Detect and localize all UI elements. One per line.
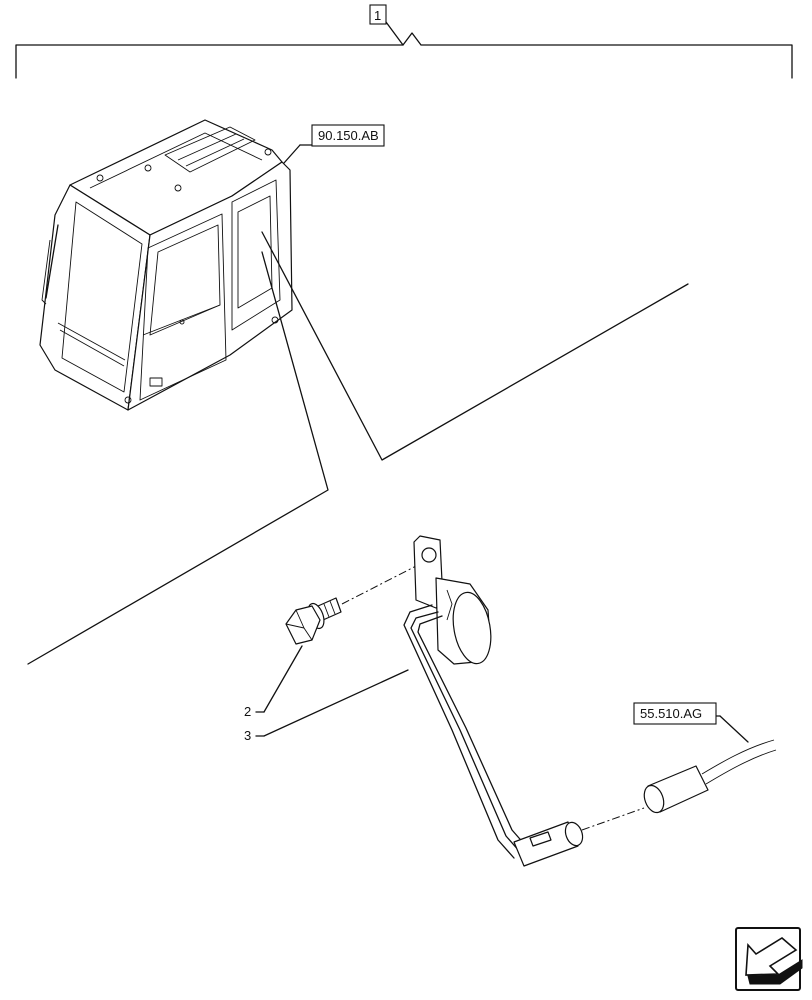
assembly-bracket: 1 [15, 4, 793, 79]
cab-reference-label: 90.150.AB [318, 128, 379, 143]
connector-reference-label: 55.510.AG [640, 706, 702, 721]
bolt-part [285, 563, 421, 645]
next-page-arrow-icon[interactable] [735, 927, 803, 991]
mating-connector: 55.510.AG [633, 702, 777, 814]
detail-leader-lines [27, 231, 689, 665]
cab-illustration [39, 119, 293, 411]
cab-reference-callout: 90.150.AB [283, 124, 385, 164]
item-3-label: 3 [244, 728, 251, 743]
assembly-callout: 1 [374, 8, 381, 23]
sensor-part [403, 535, 645, 867]
item-leaders: 2 3 [244, 645, 409, 743]
item-2-label: 2 [244, 704, 251, 719]
